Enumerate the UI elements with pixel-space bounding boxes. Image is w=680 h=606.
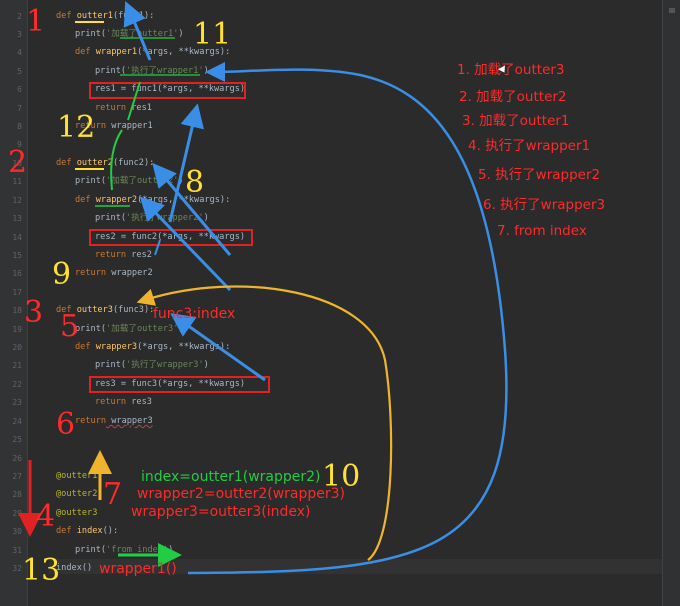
blue-arrow-res2 bbox=[139, 196, 232, 292]
current-line-highlight bbox=[49, 559, 662, 574]
code-line-27[interactable]: @outter1 bbox=[56, 471, 98, 481]
step-number-8: 8 bbox=[185, 165, 205, 200]
code-line-28[interactable]: @outter2 bbox=[56, 489, 98, 499]
code-line-3[interactable]: print('加载了outter1') bbox=[75, 29, 184, 39]
code-line-24[interactable]: return wrapper3 bbox=[75, 416, 153, 426]
code-line-8[interactable]: return wrapper1 bbox=[75, 121, 153, 131]
step-number-7: 7 bbox=[103, 477, 123, 512]
code-line-18[interactable]: def outter3(func3): bbox=[56, 305, 155, 315]
code-line-7[interactable]: return res1 bbox=[95, 103, 152, 113]
line-number: 31 bbox=[12, 546, 22, 555]
green-curve-12 bbox=[110, 129, 123, 191]
line-number: 21 bbox=[12, 361, 22, 370]
code-line-15[interactable]: return res2 bbox=[95, 250, 152, 260]
execution-order-item: 7. from index bbox=[497, 223, 587, 239]
code-line-20[interactable]: def wrapper3(*args, **kwargs): bbox=[75, 342, 231, 352]
line-number: 23 bbox=[12, 398, 22, 407]
green-line-to-12 bbox=[127, 81, 141, 121]
step-number-9: 9 bbox=[52, 257, 72, 292]
line-number: 22 bbox=[12, 380, 22, 389]
line-number: 18 bbox=[12, 306, 22, 315]
blue-arrow-wrapper1-call bbox=[187, 61, 508, 575]
line-number: 25 bbox=[12, 435, 22, 444]
line-number: 2 bbox=[17, 12, 22, 21]
step-number-1: 1 bbox=[26, 4, 46, 39]
line-number: 7 bbox=[17, 104, 22, 113]
wrapper2-equation: wrapper2=outter2(wrapper3) bbox=[137, 486, 346, 502]
step-number-4: 4 bbox=[36, 499, 56, 534]
inspection-marker[interactable] bbox=[669, 8, 675, 13]
execution-order-item: 5. 执行了wrapper2 bbox=[478, 167, 601, 183]
line-number: 30 bbox=[12, 527, 22, 536]
line-number: 17 bbox=[12, 288, 22, 297]
code-line-14[interactable]: res2 = func2(*args, **kwargs) bbox=[95, 232, 246, 242]
line-number: 27 bbox=[12, 472, 22, 481]
execution-order-item: 3. 加载了outter1 bbox=[462, 113, 570, 129]
code-line-30[interactable]: def index(): bbox=[56, 526, 119, 536]
code-line-22[interactable]: res3 = func3(*args, **kwargs) bbox=[95, 379, 246, 389]
line-number: 14 bbox=[12, 233, 22, 242]
func3-index-note: func3:index bbox=[153, 306, 236, 322]
line-number-gutter bbox=[0, 0, 27, 606]
execution-order-item: 1. 加载了outter3 bbox=[457, 62, 565, 78]
line-number: 28 bbox=[12, 490, 22, 499]
line-number: 10 bbox=[12, 159, 22, 168]
step-number-11: 11 bbox=[193, 17, 232, 52]
step-number-3: 3 bbox=[24, 295, 44, 330]
line-number: 4 bbox=[17, 48, 22, 57]
step-number-5: 5 bbox=[60, 309, 80, 344]
orange-arrow-func3-index bbox=[136, 285, 393, 561]
line-number: 11 bbox=[12, 177, 22, 186]
code-line-6[interactable]: res1 = func1(*args, **kwargs) bbox=[95, 84, 246, 94]
line-number: 32 bbox=[12, 564, 22, 573]
editor-right-margin bbox=[662, 0, 663, 606]
step-number-12: 12 bbox=[57, 110, 96, 145]
blue-arrow-to-outter3 bbox=[170, 313, 266, 382]
gutter-separator bbox=[27, 0, 28, 606]
blue-arrow-to-wrapper1 bbox=[168, 103, 204, 223]
index-equation: index=outter1(wrapper2) bbox=[141, 469, 321, 485]
line-number: 8 bbox=[17, 122, 22, 131]
line-number: 20 bbox=[12, 343, 22, 352]
line-number: 3 bbox=[17, 30, 22, 39]
step-number-2: 2 bbox=[8, 145, 28, 180]
code-line-4[interactable]: def wrapper1(*args, **kwargs): bbox=[75, 47, 231, 57]
code-line-32[interactable]: index() bbox=[56, 563, 93, 573]
execution-order-item: 6. 执行了wrapper3 bbox=[483, 197, 606, 213]
code-line-23[interactable]: return res3 bbox=[95, 397, 152, 407]
line-number: 24 bbox=[12, 417, 22, 426]
code-line-10[interactable]: def outter2(func2): bbox=[56, 158, 155, 168]
blue-arrow-to-outter2 bbox=[152, 162, 232, 256]
line-number: 5 bbox=[17, 67, 22, 76]
wrapper3-equation: wrapper3=outter3(index) bbox=[131, 504, 311, 520]
line-number: 16 bbox=[12, 269, 22, 278]
line-number: 15 bbox=[12, 251, 22, 260]
line-number: 29 bbox=[12, 509, 22, 518]
blue-arrow-to-outter1 bbox=[123, 0, 152, 61]
editor-scrollbar[interactable] bbox=[663, 0, 680, 606]
line-number: 12 bbox=[12, 196, 22, 205]
line-number: 13 bbox=[12, 214, 22, 223]
res1-highlight-box bbox=[89, 82, 246, 99]
blue-tick bbox=[154, 239, 161, 256]
line-number: 6 bbox=[17, 85, 22, 94]
code-line-16[interactable]: return wrapper2 bbox=[75, 268, 153, 278]
execution-order-item: 2. 加载了outter2 bbox=[459, 89, 567, 105]
step-number-10: 10 bbox=[322, 459, 361, 494]
res3-highlight-box bbox=[89, 376, 270, 393]
wrapper1-call-note: wrapper1() bbox=[99, 561, 177, 577]
line-number: 19 bbox=[12, 325, 22, 334]
execution-order-item: 4. 执行了wrapper1 bbox=[468, 138, 591, 154]
line-number: 9 bbox=[17, 140, 22, 149]
line-number: 26 bbox=[12, 454, 22, 463]
step-number-13: 13 bbox=[22, 553, 61, 588]
code-line-29[interactable]: @outter3 bbox=[56, 508, 98, 518]
step-number-6: 6 bbox=[56, 407, 76, 442]
code-line-21[interactable]: print('执行了wrapper3') bbox=[95, 360, 209, 370]
fold-gutter bbox=[28, 0, 48, 606]
